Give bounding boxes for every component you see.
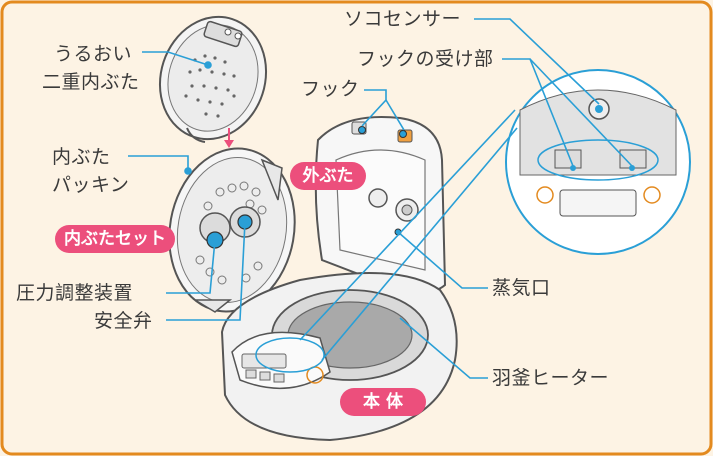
assembly-arrow (224, 128, 234, 148)
hook-label: フック (301, 78, 360, 100)
bottom-sensor-label: ソコセンサー (344, 8, 462, 30)
zoom-detail (505, 69, 691, 255)
pressure-device-label: 圧力調整装置 (16, 282, 134, 304)
steam-vent-label: 蒸気口 (492, 277, 551, 299)
moist-inner-lid-part (158, 15, 268, 143)
heater-label: 羽釜ヒーター (492, 367, 610, 389)
packing-label-line2: パッキン (52, 174, 130, 196)
cooker-body-part (220, 115, 458, 442)
inner-lid-set-part (168, 147, 296, 313)
hook-receiver-label: フックの受け部 (357, 48, 494, 70)
moist-lid-label-line2: 二重内ぶた (42, 71, 140, 93)
safety-valve-label: 安全弁 (94, 310, 153, 332)
leader-lines (128, 18, 633, 379)
moist-lid-label-line1: うるおい (54, 43, 133, 65)
inner-lid-set-badge: 内ぶたセット (55, 225, 175, 253)
packing-label-line1: 内ぶた (52, 146, 111, 168)
outer-lid-badge: 外ぶた (290, 162, 366, 190)
body-badge: 本 体 (340, 388, 426, 416)
